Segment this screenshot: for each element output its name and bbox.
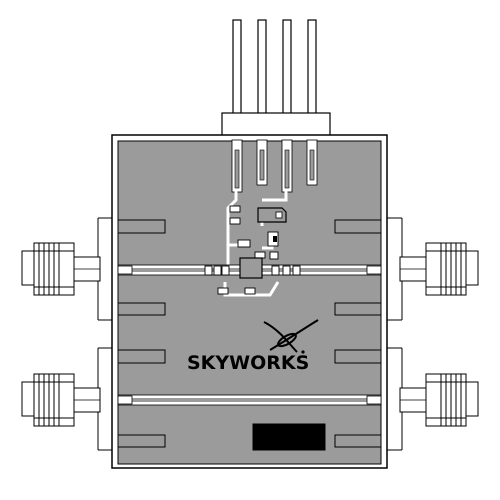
sma-connector-top-left <box>21 242 101 296</box>
sma-connector-top-right <box>399 242 479 296</box>
header-pin-4 <box>307 19 317 117</box>
ic-die <box>239 257 263 279</box>
header-pin-2 <box>257 19 267 117</box>
component-c4 <box>254 251 266 259</box>
component-r2 <box>213 265 222 276</box>
regulator <box>257 207 287 223</box>
component-c3 <box>237 239 251 248</box>
component-r3 <box>221 265 230 276</box>
sma-connector-bottom-left <box>21 373 101 427</box>
sma-connector-bottom-right <box>399 373 479 427</box>
component-c7 <box>244 287 256 295</box>
component-c6 <box>217 287 229 295</box>
header-pin-3 <box>282 19 292 117</box>
component-c2 <box>229 217 241 225</box>
right-edge-pads <box>334 219 381 448</box>
component-c1 <box>229 205 241 213</box>
component-c5 <box>269 251 279 260</box>
ic-marker <box>273 236 277 242</box>
pin-header <box>221 19 331 141</box>
skyworks-swoosh-icon <box>263 319 319 353</box>
left-edge-pads <box>118 219 166 448</box>
component-r1 <box>204 265 213 276</box>
rf-line-bottom <box>117 394 382 406</box>
brand-name: SKYWORKS <box>187 352 309 374</box>
label-block <box>252 423 326 451</box>
header-pin-1 <box>232 19 242 117</box>
brand-dot <box>301 350 305 354</box>
component-r6 <box>292 265 301 276</box>
component-r4 <box>271 265 280 276</box>
component-r5 <box>282 265 291 276</box>
